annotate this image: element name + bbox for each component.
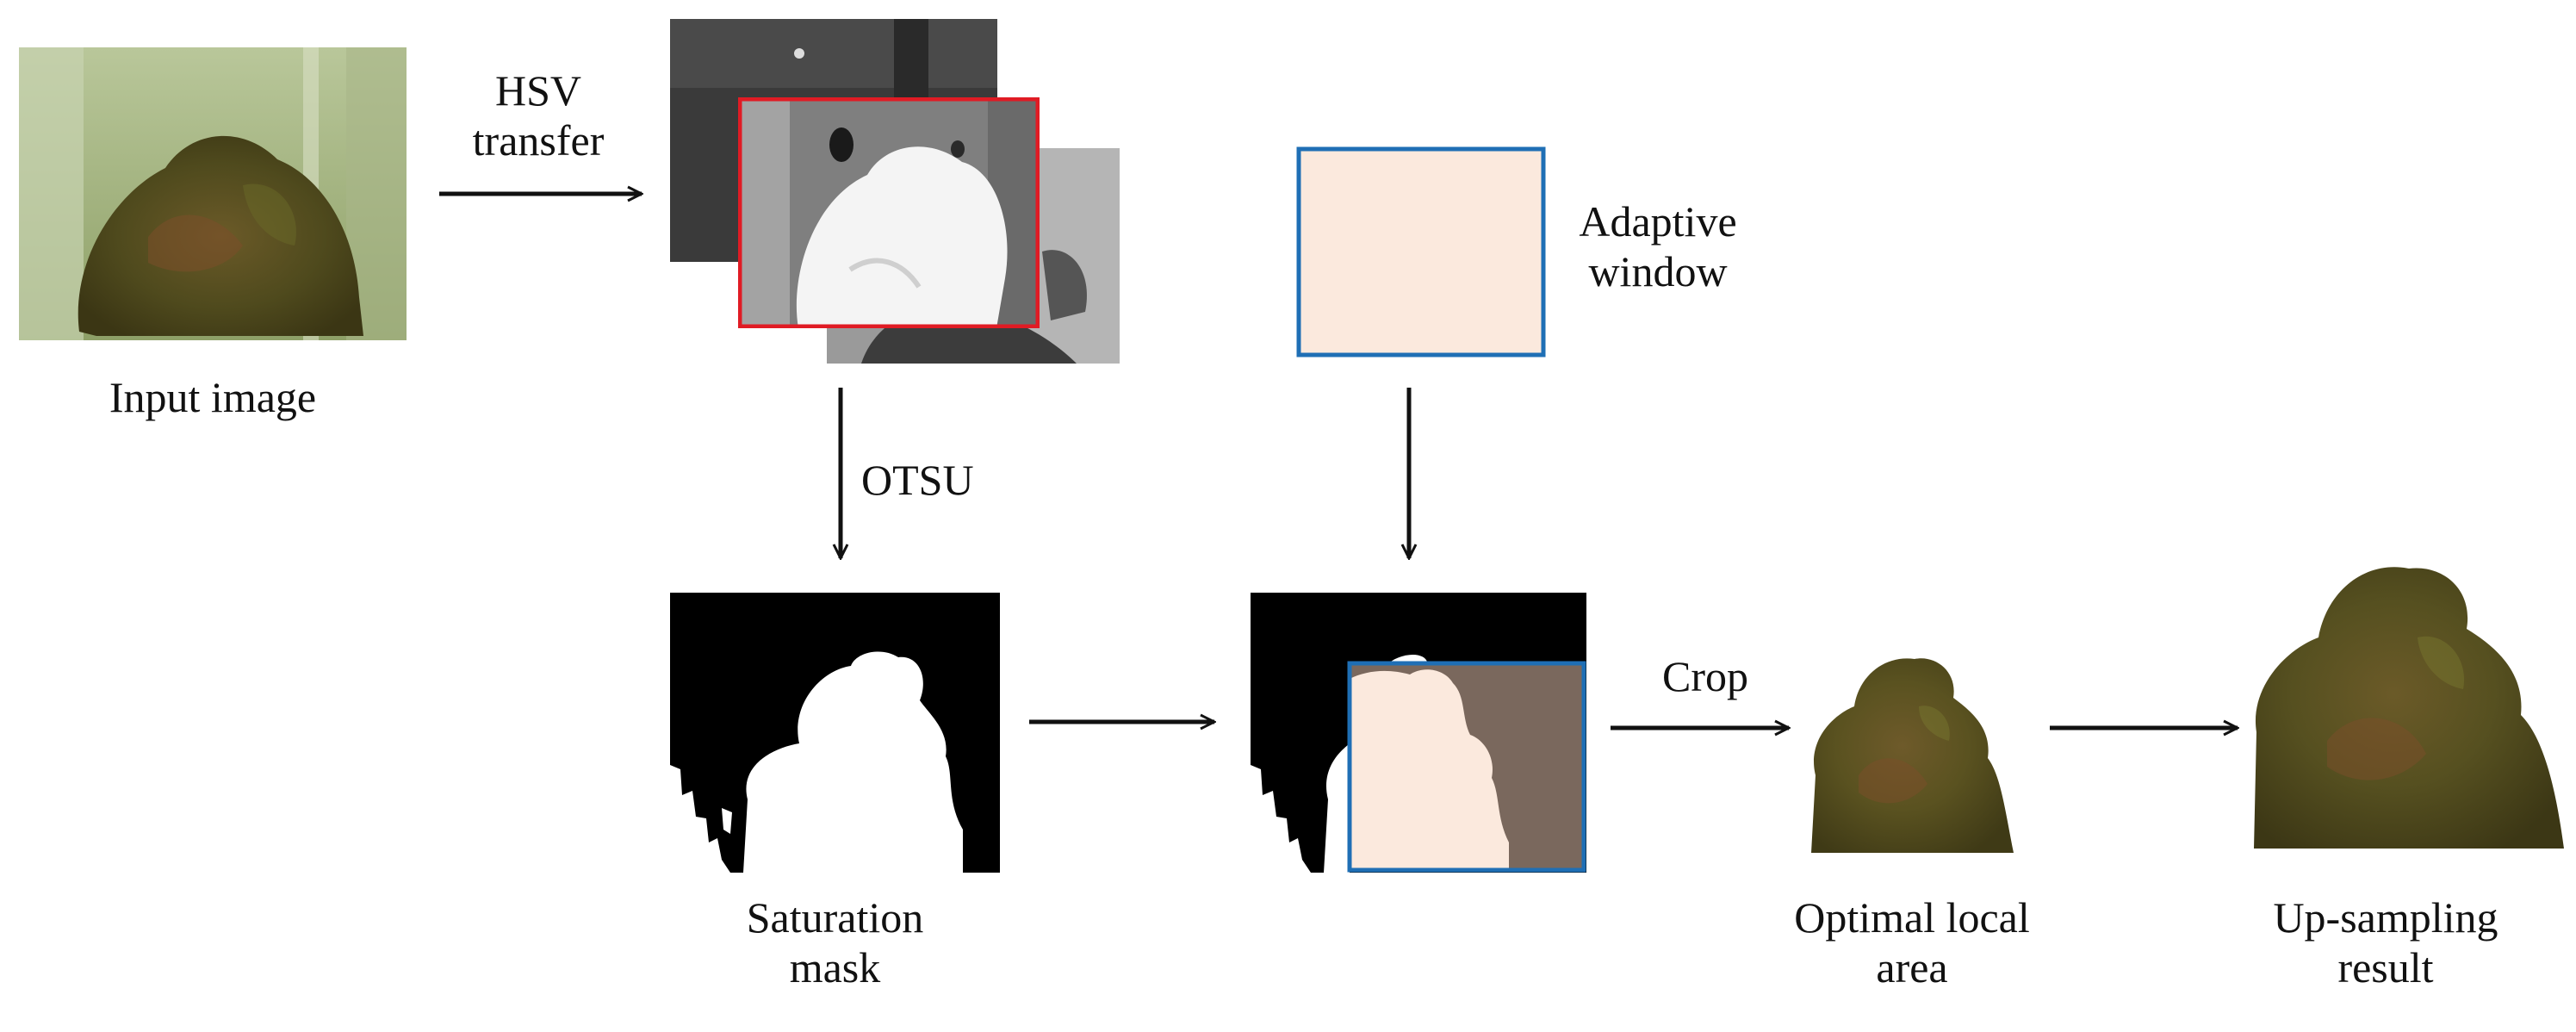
saturation-mask-line1: Saturation bbox=[746, 893, 924, 942]
otsu-label: OTSU bbox=[861, 456, 974, 504]
up-sampling-result-label: Up-sampling result bbox=[2205, 892, 2567, 992]
hsv-saturation-channel bbox=[738, 97, 1040, 328]
input-image-photo bbox=[19, 47, 407, 340]
optimal-local-area-line1: Optimal local bbox=[1794, 893, 2030, 942]
optimal-local-area-line2: area bbox=[1876, 943, 1948, 992]
up-sampling-result-line2: result bbox=[2337, 943, 2434, 992]
saturation-mask-label: Saturation mask bbox=[670, 892, 1000, 992]
hsv-transfer-line1: HSV bbox=[494, 66, 582, 115]
saturation-mask-image bbox=[670, 593, 1000, 873]
adaptive-window-label: Adaptive window bbox=[1550, 196, 1766, 296]
hsv-transfer-label: HSV transfer bbox=[435, 65, 642, 165]
crop-label: Crop bbox=[1662, 652, 1748, 700]
adaptive-window-box bbox=[1296, 146, 1546, 357]
up-sampling-result-line1: Up-sampling bbox=[2273, 893, 2498, 942]
windowed-mask-image bbox=[1251, 593, 1586, 873]
saturation-mask-line2: mask bbox=[789, 943, 881, 992]
optimal-local-area-image bbox=[1811, 658, 2014, 853]
up-sampling-result-image bbox=[2254, 567, 2564, 849]
adaptive-window-line1: Adaptive bbox=[1579, 197, 1737, 246]
input-image-label: Input image bbox=[109, 373, 317, 421]
hsv-transfer-line2: transfer bbox=[472, 116, 605, 165]
adaptive-window-line2: window bbox=[1588, 247, 1728, 295]
optimal-local-area-label: Optimal local area bbox=[1740, 892, 2084, 992]
